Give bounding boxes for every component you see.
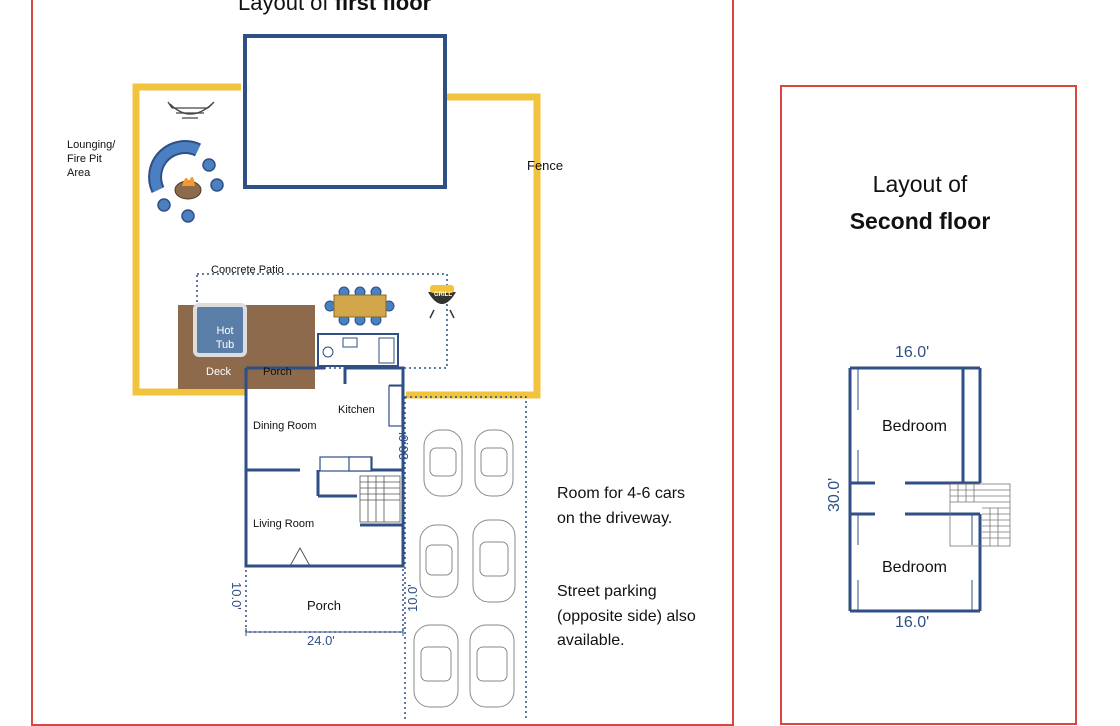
kitchen-counters — [319, 385, 403, 472]
stairs — [359, 475, 401, 523]
dim-porch-left: 10.0' — [229, 582, 244, 610]
second-floor-dim-side: 30.0' — [826, 477, 843, 512]
parking-note-street: Street parking (opposite side) also avai… — [557, 583, 696, 649]
bathroom — [317, 333, 399, 367]
bedroom-upper-label: Bedroom — [882, 418, 947, 435]
outbuilding — [243, 34, 447, 189]
first-floor-title: Layout of first floor — [238, 0, 431, 16]
fence-label: Fence — [527, 158, 564, 173]
second-floor-stairs — [949, 483, 1011, 547]
second-floor-title-line1: Layout of — [872, 171, 968, 197]
house-walls — [244, 366, 405, 568]
car-icons — [413, 429, 516, 708]
second-floor-title-line2: Second floor — [849, 208, 991, 234]
parking-note-driveway: Room for 4-6 cars on the driveway. — [557, 485, 686, 527]
bedroom-lower-label: Bedroom — [882, 559, 947, 576]
dimension-lines — [245, 628, 404, 636]
fire-pit-icon — [174, 176, 202, 200]
front-door-swing — [289, 546, 311, 567]
grill-text: GRILL — [434, 292, 452, 298]
front-porch-label: Porch — [307, 598, 341, 613]
dim-house-depth: 30.0' — [396, 432, 411, 460]
hot-tub-label: Hot Tub — [215, 325, 235, 351]
lounging-label: Lounging/ Fire Pit Area — [67, 139, 116, 179]
kitchen-label: Kitchen — [338, 404, 375, 416]
patio-dining-table — [324, 286, 395, 326]
first-floor-title-bold: first floor — [334, 0, 432, 15]
dining-room-label: Dining Room — [253, 420, 317, 432]
hammock-icon — [167, 101, 215, 119]
hot-tub — [193, 303, 247, 357]
second-floor-closets — [857, 368, 973, 611]
second-floor-dim-top: 16.0' — [895, 344, 930, 361]
living-room-label: Living Room — [253, 518, 315, 530]
dim-porch-right: 10.0' — [405, 584, 420, 612]
deck-label: Deck — [206, 366, 232, 378]
fire-pit-stools — [157, 158, 224, 223]
back-porch-label: Porch — [263, 366, 292, 378]
fence-right — [406, 93, 541, 399]
second-floor-dim-bottom: 16.0' — [895, 614, 930, 631]
patio-label: Concrete Patio — [211, 264, 284, 276]
first-floor-title-prefix: Layout of — [238, 0, 335, 15]
driveway — [404, 396, 527, 720]
grill-icon — [428, 285, 456, 319]
fence — [132, 83, 246, 396]
dim-width: 24.0' — [307, 633, 335, 648]
second-floor-walls — [848, 366, 982, 613]
